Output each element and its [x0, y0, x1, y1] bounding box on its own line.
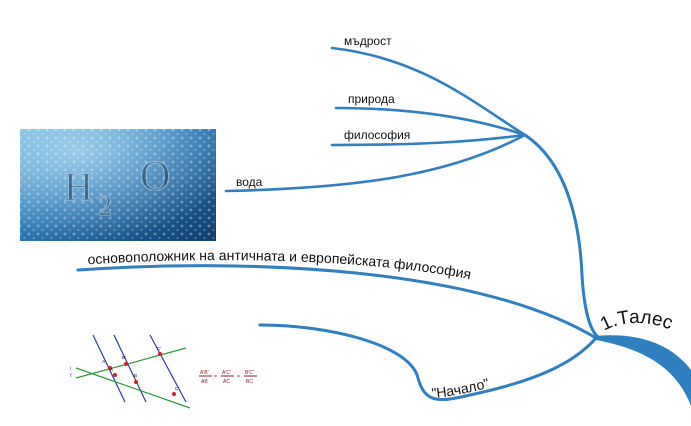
label-beginning: "Начало" [431, 375, 491, 401]
geo-line-lower [75, 367, 191, 409]
geo-point-a-prime [108, 366, 112, 370]
label-wisdom: мъдрост [344, 34, 392, 48]
water-image: H 2 O [20, 129, 216, 241]
branch-wisdom [330, 46, 527, 137]
geo-ratio-2-num: A'C' [222, 370, 231, 376]
branch-beginning [258, 323, 598, 401]
branch-philosophy [330, 133, 527, 147]
label-nature: природа [348, 92, 395, 106]
geo-point-c-prime [158, 352, 162, 356]
branch-hub-to-center [523, 133, 600, 339]
central-topic: 1.Талес [597, 307, 675, 335]
geo-label-line-lower: l [70, 366, 71, 371]
geo-point-b-prime [124, 362, 128, 366]
branch-nature [334, 106, 527, 137]
central-topic-text: 1.Талес [597, 307, 675, 335]
geo-line-2 [113, 334, 147, 403]
label-founder: основоположник на античната и европейска… [87, 247, 473, 282]
branch-water [224, 133, 527, 193]
geo-point-b [134, 380, 138, 384]
geo-label-a-prime: A' [102, 359, 106, 364]
label-water: вода [236, 175, 263, 189]
branch-founder [76, 264, 598, 340]
geo-label-b: B [134, 373, 137, 378]
geo-ratio-3-num: B'C' [245, 370, 254, 376]
geo-equals-2: = [237, 374, 240, 380]
geo-ratio-1-den: AB [201, 379, 208, 385]
geo-label-b-prime: B' [122, 355, 126, 360]
geo-point-c [172, 392, 176, 396]
central-trunk [596, 335, 691, 406]
label-founder-text: основоположник на античната и европейска… [87, 247, 473, 282]
water-digit-2: 2 [98, 191, 112, 222]
geo-ratio-equation: A'B' AB = A'C' AC = B'C' BC [199, 370, 257, 385]
water-letter-h: H [64, 164, 93, 209]
label-beginning-text: "Начало" [431, 375, 491, 401]
geo-label-a: A [110, 367, 113, 372]
geo-point-a [113, 373, 117, 377]
geo-ratio-3-den: BC [246, 379, 253, 385]
branch-lines [76, 46, 691, 406]
label-philosophy: философия [344, 128, 410, 142]
geo-line-upper [75, 347, 187, 379]
geometry-image: A' B' C' A B C l' l A'B' AB = A'C' AC = … [70, 334, 257, 409]
geo-equals-1: = [214, 374, 217, 380]
geo-label-c-prime: C' [157, 346, 161, 351]
geo-line-3 [149, 334, 187, 403]
geo-ratio-1-num: A'B' [200, 370, 209, 376]
water-letter-o: O [140, 154, 170, 200]
geo-label-line-upper: l' [70, 373, 72, 378]
geo-ratio-2-den: AC [223, 379, 230, 385]
geo-label-c: C [175, 386, 179, 391]
